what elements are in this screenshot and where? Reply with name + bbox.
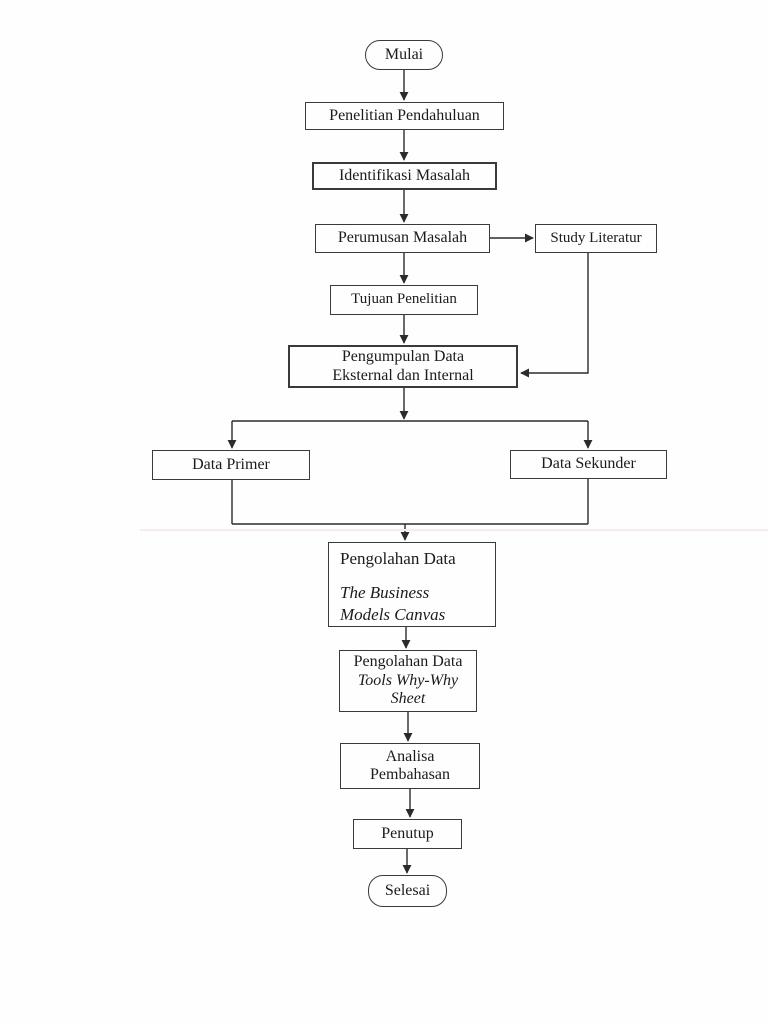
- node-pengolahan-data-bmc: Pengolahan Data The Business Models Canv…: [328, 542, 496, 627]
- node-analisa-pembahasan-line2: Pembahasan: [370, 766, 450, 783]
- node-mulai-label: Mulai: [384, 45, 424, 63]
- node-pengolahan-data-bmc-italic1: The Business: [340, 582, 430, 602]
- node-penelitian-pendahuluan: Penelitian Pendahuluan: [305, 102, 504, 130]
- node-mulai: Mulai: [365, 40, 443, 70]
- node-pengolahan-data-why-italic: Tools Why-Why Sheet: [357, 671, 459, 708]
- node-selesai: Selesai: [368, 875, 447, 907]
- node-data-sekunder-label: Data Sekunder: [541, 455, 636, 473]
- node-pengumpulan-data: Pengumpulan Data Eksternal dan Internal: [288, 345, 518, 388]
- node-pengolahan-data-why-title: Pengolahan Data: [353, 653, 463, 671]
- node-analisa-pembahasan-line1: Analisa: [385, 747, 435, 765]
- node-perumusan-masalah: Perumusan Masalah: [315, 224, 490, 253]
- node-data-primer: Data Primer: [152, 450, 310, 480]
- node-study-literatur: Study Literatur: [535, 224, 657, 253]
- node-penutup: Penutup: [353, 819, 462, 849]
- node-penutup-label: Penutup: [381, 824, 434, 842]
- page-break-line: [140, 529, 768, 531]
- node-pengolahan-data-why: Pengolahan Data Tools Why-Why Sheet: [339, 650, 477, 712]
- node-selesai-label: Selesai: [384, 881, 431, 899]
- node-pengolahan-data-bmc-italic2: Models Canvas: [340, 604, 446, 624]
- node-data-sekunder: Data Sekunder: [510, 450, 667, 479]
- node-perumusan-masalah-label: Perumusan Masalah: [337, 229, 468, 247]
- node-analisa-pembahasan: Analisa Pembahasan: [340, 743, 480, 789]
- arrow-study-to-pengumpulan: [520, 253, 589, 378]
- node-tujuan-penelitian-label: Tujuan Penelitian: [351, 291, 457, 308]
- node-identifikasi-masalah: Identifikasi Masalah: [312, 162, 497, 190]
- node-pengumpulan-data-line2: Eksternal dan Internal: [332, 366, 474, 384]
- node-study-literatur-label: Study Literatur: [550, 229, 642, 246]
- node-pengolahan-data-bmc-title: Pengolahan Data: [340, 549, 456, 568]
- node-tujuan-penelitian: Tujuan Penelitian: [330, 285, 478, 315]
- node-data-primer-label: Data Primer: [192, 455, 270, 473]
- node-identifikasi-masalah-label: Identifikasi Masalah: [338, 166, 471, 184]
- node-penelitian-pendahuluan-label: Penelitian Pendahuluan: [329, 106, 480, 124]
- node-pengumpulan-data-line1: Pengumpulan Data: [341, 348, 465, 366]
